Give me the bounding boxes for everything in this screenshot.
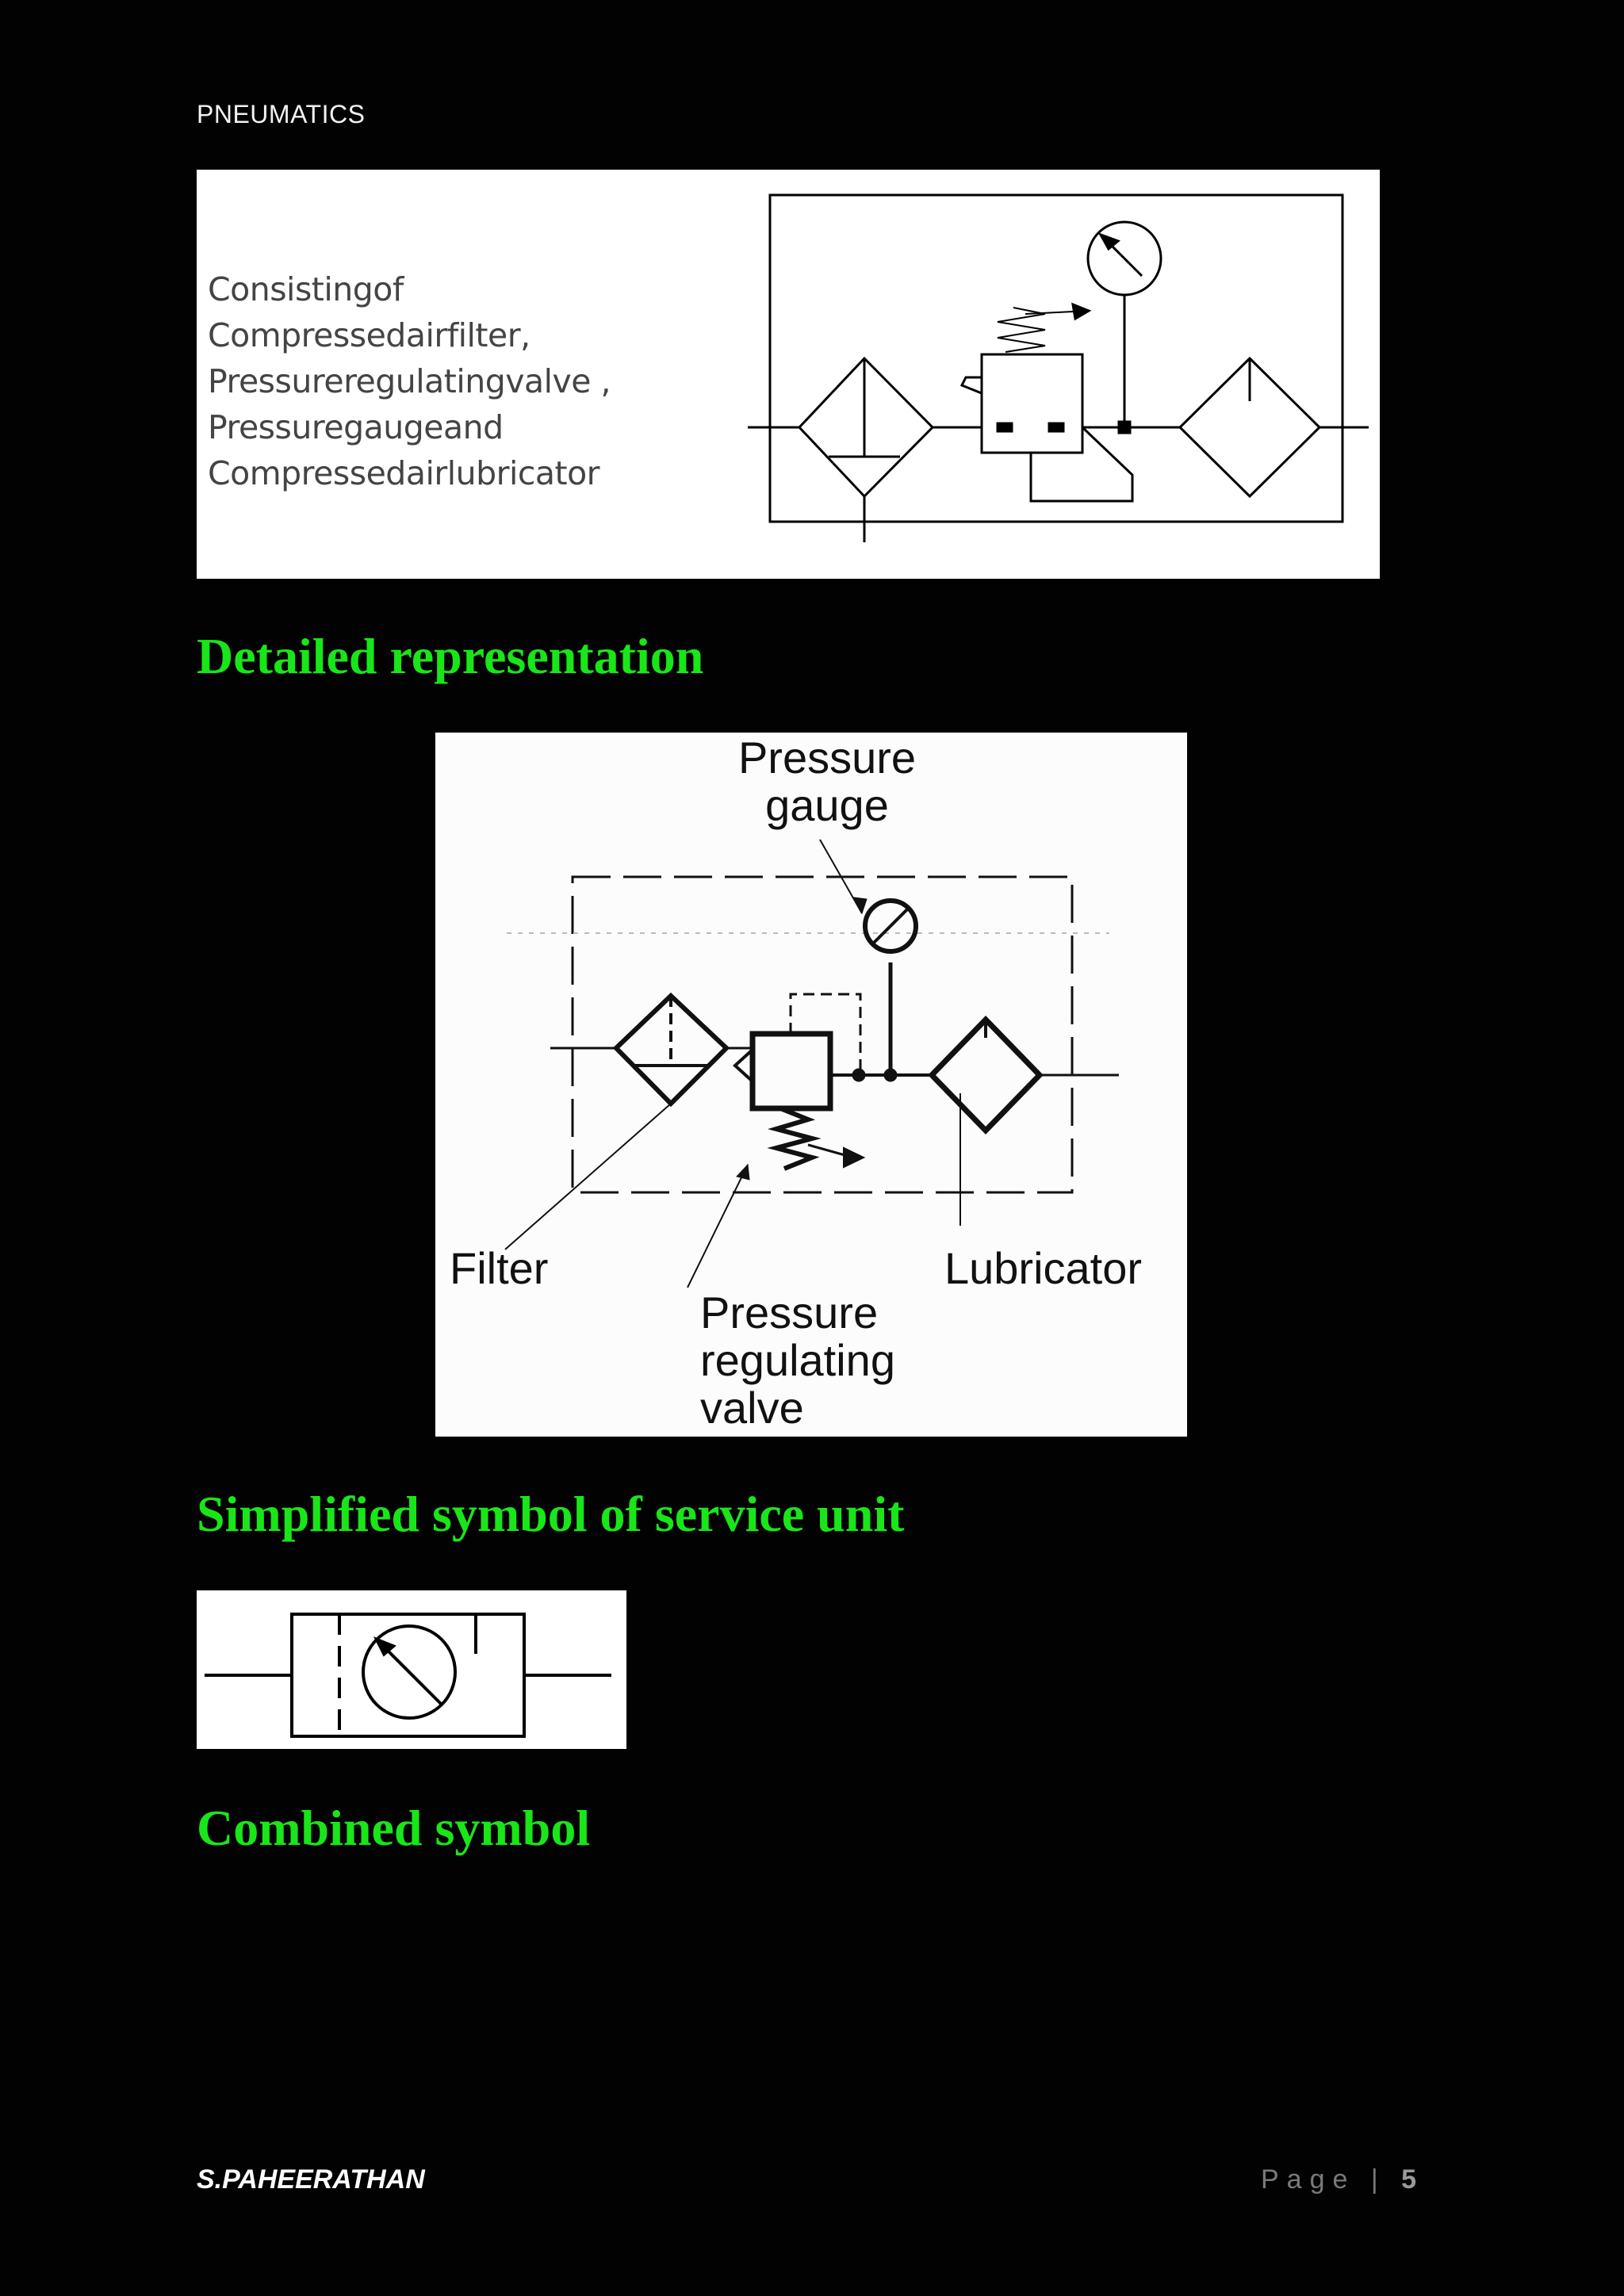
pressure-gauge-symbol [863,898,918,954]
regulator-valve-symbol [980,353,1084,454]
description-line: Pressureregulatingvalve , [208,362,611,400]
pressure-regulating-valve-label: Pressure regulating valve [700,1288,895,1433]
section-heading-simplified: Simplified symbol of service unit [197,1486,905,1542]
page-header-title: PNEUMATICS [197,100,366,128]
description-line: Compressedairlubricator [208,454,600,492]
simplified-symbol-figure [197,1590,626,1749]
description-line: Consistingof [208,270,404,308]
filter-symbol [797,356,935,499]
detailed-representation-figure: Pressure gauge Filter Lubricator Pressur… [435,733,1187,1437]
description-line: Pressuregaugeand [208,408,504,446]
service-unit-diagram [748,193,1369,542]
lubricator-symbol [928,1015,1044,1135]
pressure-gauge-symbol [1086,220,1162,297]
service-unit-figure: Consistingof Compressedairfilter, Pressu… [197,170,1380,579]
page-number: 5 [1401,2164,1417,2195]
service-unit-description: Consistingof Compressedairfilter, Pressu… [208,266,611,496]
gauge-circle [362,1624,457,1720]
regulator-valve-symbol [749,1031,833,1112]
lubricator-label: Lubricator [944,1243,1143,1293]
section-heading-detailed: Detailed representation [197,628,704,684]
lubricator-symbol [1178,356,1322,499]
footer-page-number: Page | 5 [1261,2164,1416,2195]
filter-label: Filter [450,1243,549,1293]
page-label: Page | [1261,2164,1386,2195]
simplified-symbol-diagram [205,1613,611,1738]
enclosure-outline [571,875,1074,1194]
pressure-gauge-label: Pressure gauge [737,733,917,830]
service-unit-box [290,1613,526,1738]
section-heading-combined: Combined symbol [197,1800,591,1856]
footer-author: S.PAHEERATHAN [197,2164,425,2195]
detailed-diagram [504,839,1119,1288]
unit-outline [768,193,1344,523]
description-line: Compressedairfilter, [208,316,530,354]
